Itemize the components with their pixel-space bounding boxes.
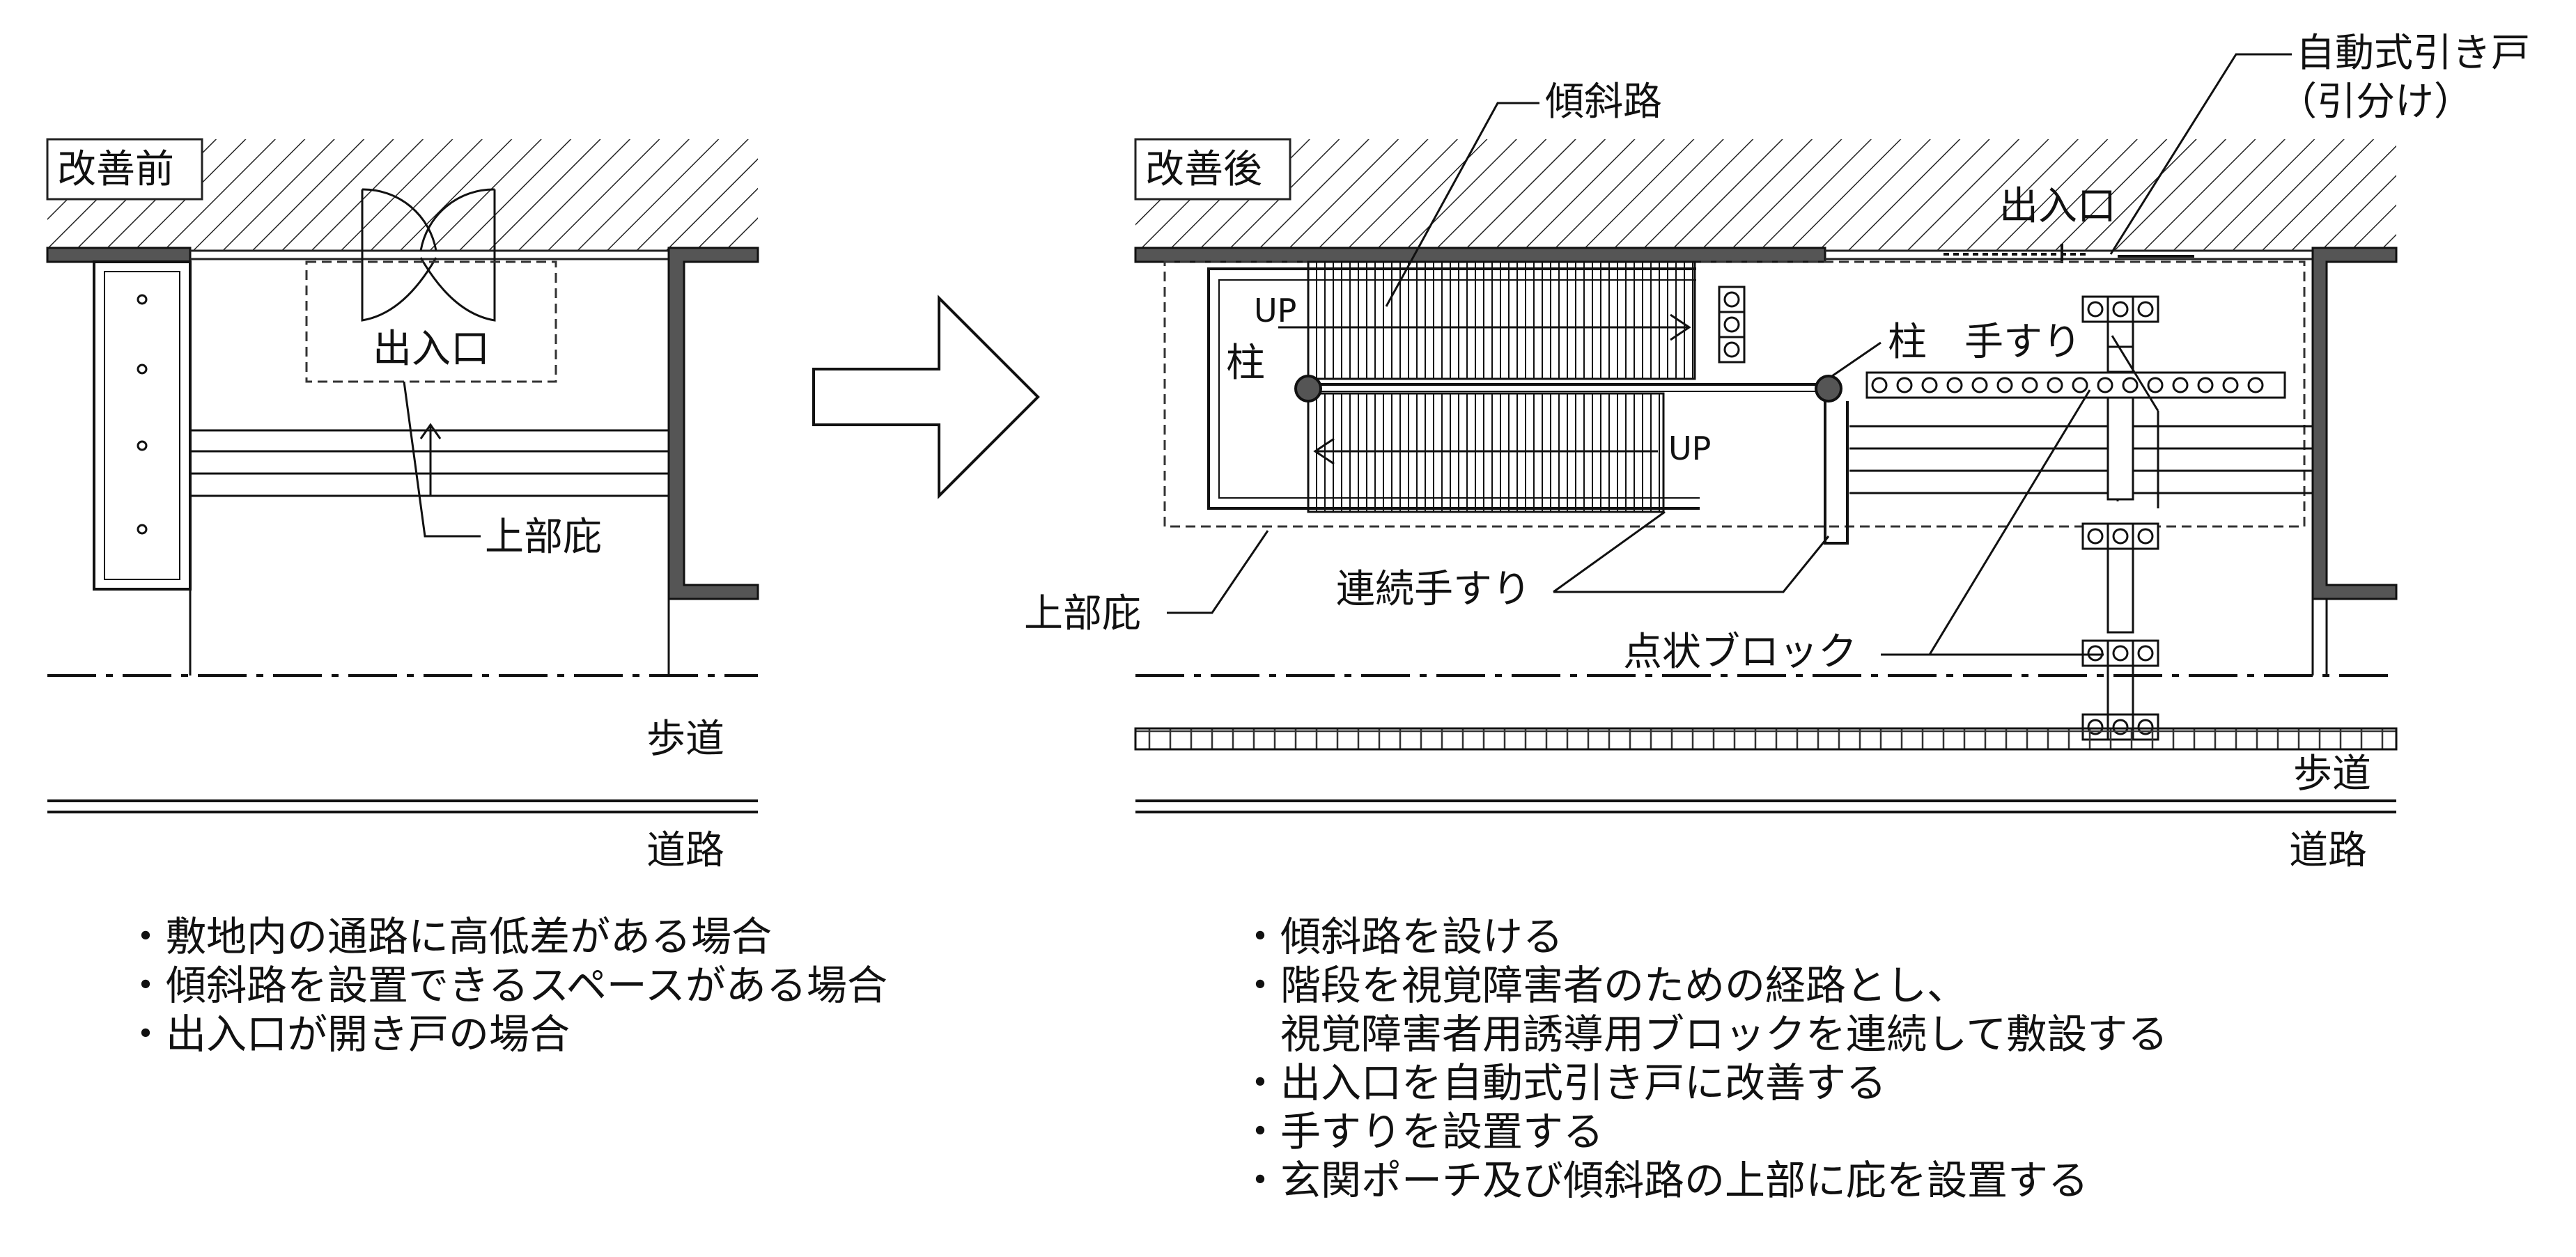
after-continuous-rail-leader xyxy=(1553,510,1666,593)
after-handrail-label: 手すり xyxy=(1964,320,2081,365)
after-tactile-leader-2 xyxy=(1928,389,2091,655)
after-note-1: ・傾斜路を設ける xyxy=(1240,913,1563,960)
after-tactile-blocks xyxy=(1718,286,2286,741)
after-ramp-outer-rail xyxy=(1207,267,1700,510)
after-ramp-label: 傾斜路 xyxy=(1545,79,1662,125)
after-ramp-leader xyxy=(1385,102,1539,307)
after-steps xyxy=(1849,425,2328,676)
before-note-1: ・敷地内の通路に高低差がある場合 xyxy=(125,913,772,960)
before-right-wall xyxy=(667,247,759,600)
after-continuous-rail-leader-2 xyxy=(1553,536,1830,593)
before-note-2: ・傾斜路を設置できるスペースがある場合 xyxy=(125,962,887,1009)
after-pillar-left xyxy=(1294,375,1322,403)
after-entrance-label: 出入口 xyxy=(1999,184,2116,229)
before-canopy-outline xyxy=(305,260,557,383)
after-note-4: ・出入口を自動式引き戸に改善する xyxy=(1240,1059,1886,1107)
after-badge-box xyxy=(1134,138,1291,201)
before-note-3: ・出入口が開き戸の場合 xyxy=(125,1010,570,1058)
before-entrance-label: 出入口 xyxy=(373,327,490,372)
after-up-bottom: UP xyxy=(1668,430,1711,467)
before-planter-inner xyxy=(104,271,180,580)
after-tactile-label: 点状ブロック xyxy=(1623,630,1857,675)
after-up-top: UP xyxy=(1254,292,1296,329)
before-planter-dot-2 xyxy=(137,364,148,375)
after-road-label: 道路 xyxy=(2289,828,2367,873)
after-door-label-2: （引分け） xyxy=(2278,79,2473,125)
before-planter-dot-1 xyxy=(137,294,148,305)
after-building-wall-hatch xyxy=(1135,139,2396,251)
after-sliding-door xyxy=(1943,244,2194,263)
after-sidewalk-paving xyxy=(1134,727,2398,751)
after-note-5: ・手すりを設置する xyxy=(1240,1108,1604,1155)
after-canopy-label: 上部庇 xyxy=(1024,591,1141,637)
before-notes: ・敷地内の通路に高低差がある場合 ・傾斜路を設置できるスペースがある場合 ・出入… xyxy=(125,913,887,1058)
after-pillar-right xyxy=(1815,375,1842,403)
after-ramp-upper xyxy=(1307,260,1696,380)
after-ramp-lower xyxy=(1307,392,1665,513)
before-sidewalk-label: 歩道 xyxy=(646,717,724,762)
after-right-wall xyxy=(2311,247,2398,600)
after-note-6: ・玄関ポーチ及び傾斜路の上部に庇を設置する xyxy=(1240,1157,2088,1204)
after-canopy-outline xyxy=(1163,260,2306,528)
after-ramp-lower-arrow-head xyxy=(1313,437,1335,465)
after-door-leader xyxy=(2109,53,2292,255)
after-facade-left xyxy=(1134,247,1826,263)
before-badge: 改善前 xyxy=(57,147,174,192)
before-canopy-leader xyxy=(403,381,481,538)
after-badge: 改善後 xyxy=(1145,147,1262,192)
after-ramp-lower-hatch xyxy=(1316,393,1660,512)
after-pillar-right-label: 柱 xyxy=(1888,320,1927,365)
after-ramp-upper-hatch xyxy=(1316,262,1693,379)
after-canopy-leader xyxy=(1167,530,1269,614)
before-planter-dot-3 xyxy=(137,440,148,451)
before-plan: 改善前 出入口 xyxy=(46,138,759,873)
after-notes: ・傾斜路を設ける ・階段を視覚障害者のための経路とし、 視覚障害者用誘導用ブロッ… xyxy=(1240,913,2168,1204)
before-badge-box xyxy=(46,138,203,201)
after-handrail-leader xyxy=(2111,335,2159,412)
after-sidewalk-label: 歩道 xyxy=(2293,751,2371,797)
after-handrail-j xyxy=(1824,401,1849,545)
before-planter xyxy=(93,260,192,591)
after-pillar-left-label: 柱 xyxy=(1226,341,1265,386)
before-canopy-label: 上部庇 xyxy=(485,515,602,560)
before-road-label: 道路 xyxy=(646,828,724,873)
before-planter-dot-4 xyxy=(137,524,148,535)
after-door-label-1: 自動式引き戸 xyxy=(2296,31,2530,76)
before-swing-door xyxy=(361,188,496,322)
after-continuous-rail-label: 連続手すり xyxy=(1336,567,1531,612)
before-up-arrow-head xyxy=(419,423,442,439)
after-ramp-upper-arrow-head xyxy=(1670,313,1691,341)
after-pillar-right-leader xyxy=(1831,341,1881,377)
after-plan: 改善後 自動式引き戸 （引分け） 出入口 xyxy=(1024,31,2530,873)
after-note-2: ・階段を視覚障害者のための経路とし、 xyxy=(1240,962,1967,1009)
after-note-3: 視覚障害者用誘導用ブロックを連続して敷設する xyxy=(1240,1010,2168,1058)
transition-arrow xyxy=(812,295,1040,499)
before-facade-left xyxy=(46,247,192,263)
